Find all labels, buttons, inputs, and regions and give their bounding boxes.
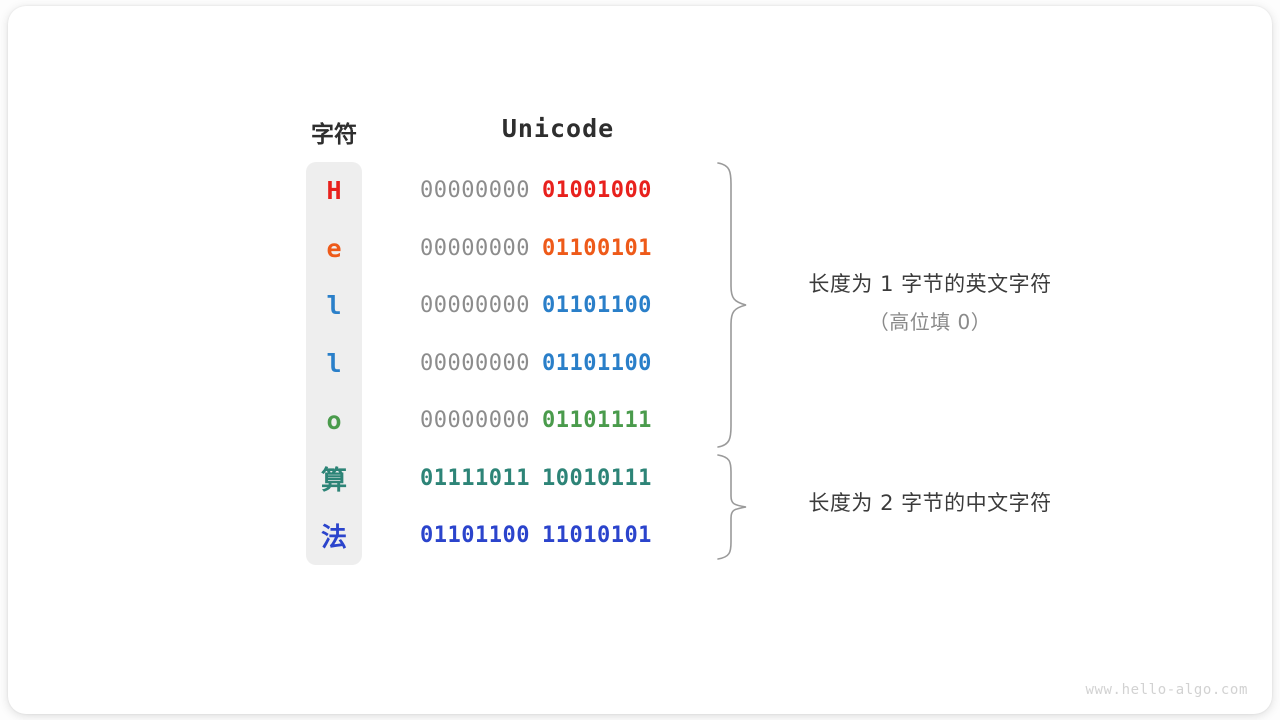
column-header-unicode: Unicode [501,114,615,143]
character-cell: 法 [320,523,347,554]
character-cell: 算 [320,465,347,496]
annotation-secondary-text: （高位填 0） [868,310,992,334]
low-byte: 10010111 [541,465,652,491]
watermark-url: www.hello-algo.com [1085,682,1248,698]
character-cell: l [326,348,342,378]
column-header-character: 字符 [311,121,357,147]
high-byte: 00000000 [420,178,530,204]
binary-row: 01111011 10010111 [420,450,710,508]
high-byte: 00000000 [420,350,530,376]
binary-row: 00000000 01100101 [420,220,710,278]
low-byte: 01101100 [541,350,652,376]
high-byte: 00000000 [420,408,530,434]
high-byte: 01111011 [420,465,530,491]
binary-row: 00000000 01101111 [420,392,710,450]
annotation-primary-text: 长度为 1 字节的英文字符 [808,272,1052,296]
low-byte: 01101100 [541,293,652,319]
binary-row: 00000000 01001000 [420,162,710,220]
character-cell: e [326,233,342,263]
character-cell: o [326,406,342,436]
annotation-english: 长度为 1 字节的英文字符 （高位填 0） [760,268,1100,335]
annotation-primary-text: 长度为 2 字节的中文字符 [808,491,1052,515]
low-byte: 11010101 [541,523,652,549]
figure-card [8,6,1272,714]
high-byte: 00000000 [420,293,530,319]
low-byte: 01101111 [541,408,652,434]
low-byte: 01001000 [541,178,652,204]
character-cell: l [326,291,342,321]
character-cell: H [326,176,342,206]
character-column-panel: H e l l o 算 法 [306,162,362,565]
unicode-binary-column: 00000000 01001000 00000000 01100101 000000… [420,162,710,565]
binary-row: 00000000 01101100 [420,335,710,393]
high-byte: 01101100 [420,523,530,549]
low-byte: 01100101 [541,235,652,261]
binary-row: 00000000 01101100 [420,277,710,335]
high-byte: 00000000 [420,235,530,261]
annotation-chinese: 长度为 2 字节的中文字符 [760,487,1100,517]
binary-row: 01101100 11010101 [420,507,710,565]
